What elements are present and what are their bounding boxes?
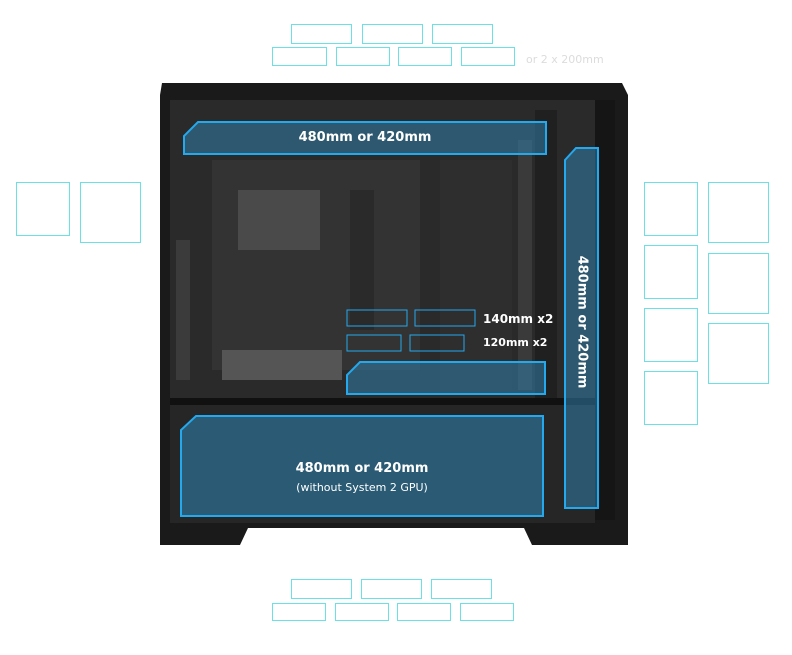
top-fan-120-3	[398, 47, 452, 66]
middle-120-label: 120mm x2	[483, 336, 548, 349]
fan-slot-120-b	[409, 334, 465, 352]
side-radiator-zone	[564, 147, 599, 509]
top-fans-note: or 2 x 200mm	[526, 53, 604, 66]
drive-cage	[440, 160, 512, 390]
chamber-divider	[170, 398, 595, 405]
front-fan-140-1	[708, 182, 769, 243]
fan-slot-140-a	[346, 309, 408, 327]
rear-fan-120	[16, 182, 70, 236]
front-fan-140-2	[708, 253, 769, 314]
top-fan-120-1	[272, 47, 327, 66]
side-rail	[518, 140, 532, 390]
front-panel	[595, 100, 615, 520]
front-fan-120-1	[644, 182, 698, 236]
top-fan-140-2	[362, 24, 423, 44]
top-fan-140-3	[432, 24, 493, 44]
bottom-radiator-zone	[180, 415, 544, 517]
top-radiator-label: 480mm or 420mm	[298, 130, 432, 145]
bottom-radiator-note: (without System 2 GPU)	[296, 481, 428, 494]
bottom-fan-120-3	[397, 603, 451, 621]
front-fan-120-4	[644, 371, 698, 425]
bottom-fan-140-3	[431, 579, 492, 599]
bottom-fan-140-2	[361, 579, 422, 599]
front-fan-120-3	[644, 308, 698, 362]
side-mount	[535, 110, 557, 400]
psu-shroud-edge	[222, 350, 342, 380]
cable-cutout	[350, 190, 374, 330]
expansion-slots	[176, 240, 190, 380]
middle-radiator-zone	[346, 361, 546, 395]
bottom-fan-120-2	[335, 603, 389, 621]
cpu-cutout	[238, 190, 320, 250]
bottom-fan-120-4	[460, 603, 514, 621]
middle-140-label: 140mm x2	[483, 312, 554, 326]
fan-slot-120-a	[346, 334, 402, 352]
top-fan-120-4	[461, 47, 515, 66]
top-radiator-zone	[183, 121, 547, 155]
front-fan-120-2	[644, 245, 698, 299]
rear-fan-140	[80, 182, 141, 243]
bottom-radiator-label: 480mm or 420mm	[295, 461, 429, 476]
top-fan-120-2	[336, 47, 390, 66]
fan-slot-140-b	[414, 309, 476, 327]
top-fan-140-1	[291, 24, 352, 44]
bottom-fan-120-1	[272, 603, 326, 621]
side-radiator-label: 480mm or 420mm	[574, 255, 590, 389]
bottom-fan-140-1	[291, 579, 352, 599]
front-fan-140-3	[708, 323, 769, 384]
